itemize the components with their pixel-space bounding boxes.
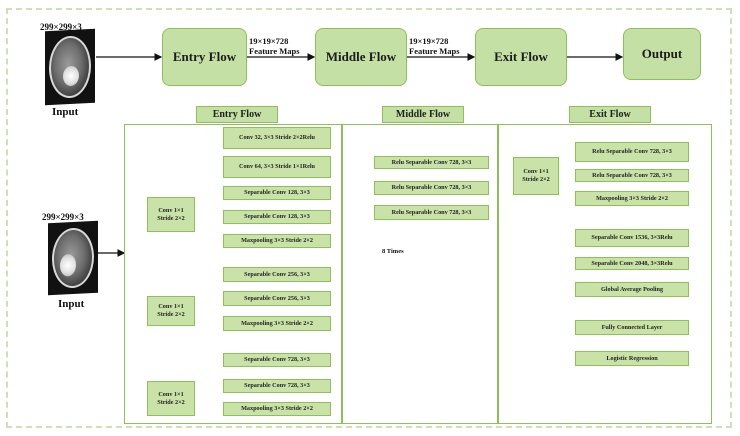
entry-block-sepconv728-a: Separable Conv 728, 3×3 xyxy=(223,353,331,367)
entry-block-sepconv128-b: Separable Conv 128, 3×3 xyxy=(223,210,331,224)
entry-block-maxpool-1: Maxpooling 3×3 Stride 2×2 xyxy=(223,234,331,248)
middle-flow-panel xyxy=(342,124,498,424)
entry-block-maxpool-3: Maxpooling 3×3 Stride 2×2 xyxy=(223,402,331,416)
middle-block-3: Relu Separable Conv 728, 3×3 xyxy=(374,205,489,220)
feature-maps-2-text: Feature Maps xyxy=(409,46,460,56)
middle-repeat-label: 8 Times xyxy=(382,248,404,255)
entry-shortcut-3: Conv 1×1 Stride 2×2 xyxy=(147,381,195,416)
exit-block-fc: Fully Connected Layer xyxy=(575,320,689,335)
outer-dashed-frame xyxy=(6,8,732,428)
exit-block-sepconv2048: Separable Conv 2048, 3×3Relu xyxy=(575,257,689,270)
entry-shortcut-2: Conv 1×1 Stride 2×2 xyxy=(147,296,195,326)
exit-block-maxpool: Maxpooling 3×3 Stride 2×2 xyxy=(575,191,689,206)
exit-flow-box: Exit Flow xyxy=(475,28,567,86)
exit-block-sepconv1536: Separable Conv 1536, 3×3Relu xyxy=(575,229,689,247)
middle-flow-box: Middle Flow xyxy=(315,28,407,86)
middle-flow-header: Middle Flow xyxy=(382,106,464,123)
side-input-size-label: 299×299×3 xyxy=(42,212,84,222)
entry-flow-header: Entry Flow xyxy=(196,106,278,123)
entry-block-sepconv256-b: Separable Conv 256, 3×3 xyxy=(223,291,331,306)
entry-block-sepconv128-a: Separable Conv 128, 3×3 xyxy=(223,186,331,200)
output-box: Output xyxy=(623,28,701,80)
entry-block-conv64: Conv 64, 3×3 Stride 1×1Relu xyxy=(223,156,331,178)
exit-block-logreg: Logistic Regression xyxy=(575,351,689,366)
entry-block-conv32: Conv 32, 3×3 Stride 2×2Relu xyxy=(223,127,331,149)
feature-maps-1-text: Feature Maps xyxy=(249,46,300,56)
middle-block-2: Relu Separable Conv 728, 3×3 xyxy=(374,181,489,195)
exit-flow-header: Exit Flow xyxy=(569,106,651,123)
entry-block-sepconv728-b: Separable Conv 728, 3×3 xyxy=(223,379,331,393)
middle-block-1: Relu Separable Conv 728, 3×3 xyxy=(374,156,489,169)
top-mri-image xyxy=(45,28,95,106)
entry-block-maxpool-2: Maxpooling 3×3 Stride 2×2 xyxy=(223,316,331,331)
feature-maps-2-size: 19×19×728 xyxy=(409,36,449,46)
side-input-label: Input xyxy=(58,298,85,310)
top-input-label: Input xyxy=(52,106,79,118)
entry-shortcut-1: Conv 1×1 Stride 2×2 xyxy=(147,197,195,232)
feature-maps-1-size: 19×19×728 xyxy=(249,36,289,46)
side-mri-image xyxy=(48,220,98,296)
entry-block-sepconv256-a: Separable Conv 256, 3×3 xyxy=(223,267,331,282)
exit-block-2: Relu Separable Conv 728, 3×3 xyxy=(575,169,689,182)
entry-flow-box: Entry Flow xyxy=(162,28,247,86)
exit-block-gap: Global Average Pooling xyxy=(575,282,689,297)
exit-shortcut: Conv 1×1 Stride 2×2 xyxy=(513,157,559,195)
exit-block-1: Relu Separable Conv 728, 3×3 xyxy=(575,142,689,162)
top-input-size-label: 299×299×3 xyxy=(40,22,82,32)
